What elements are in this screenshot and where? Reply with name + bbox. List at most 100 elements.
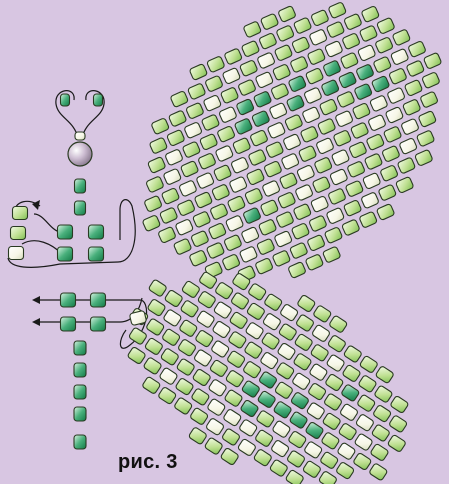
bead-dark-green [236,98,255,115]
bead-light-green [377,17,396,34]
bead-light-green [366,134,385,151]
bead-light-green [359,25,378,42]
bead-light-green [373,404,392,422]
arrow-left-icon [32,318,40,326]
bead-light-green [199,133,218,150]
bead-pale-cream [223,408,242,426]
bead-pale-cream [281,153,300,170]
bead-dark-green [74,363,86,377]
bead-pale-cream [184,122,203,139]
bead-dark-green [252,110,271,127]
bead-pale-cream [193,349,212,367]
bead-light-green [127,346,146,364]
bead-light-green [328,188,347,205]
bead-light-green [243,21,262,38]
bead-pale-cream [215,145,234,162]
bead-light-green [288,261,307,278]
bead-light-green [255,429,274,447]
bead-light-green [302,460,321,478]
bead-light-green [227,350,246,368]
bead-pale-cream [196,172,215,189]
bead-light-green [208,223,227,240]
bead-dark-green [323,60,342,77]
bead-light-green [344,13,363,30]
bead-light-green [271,83,290,100]
bead-dark-green [91,317,106,331]
bead-light-green [387,434,406,452]
bead-pale-cream [272,420,291,438]
bead-dark-green [371,75,390,92]
bead-light-green [383,126,402,143]
bead-light-green [204,437,223,455]
bead-dark-green [74,435,86,449]
bead-light-green [146,176,165,193]
bead-light-green [307,234,326,251]
bead-light-green [380,165,399,182]
bead-pale-cream [368,114,387,131]
bead-pale-cream [283,133,302,150]
bead-light-green [170,91,189,108]
bead-light-green [382,145,401,162]
bead-light-green [347,161,366,178]
bead-light-green [392,29,411,46]
bead-pale-cream [75,132,85,140]
bead-light-green [370,443,389,461]
bead-light-green [164,289,183,307]
bead-pale-cream [205,418,224,436]
bead-light-green [329,315,348,333]
bead-light-green [158,386,177,404]
bead-pale-cream [271,439,290,457]
bead-light-green [264,293,283,311]
arrow-left-icon [32,296,40,304]
bead-pale-cream [245,322,264,340]
bead-light-green [224,234,243,251]
bead-dark-green [61,293,76,307]
bead-pale-cream [297,165,316,182]
bead-light-green [342,33,361,50]
bead-pale-cream [309,29,328,46]
bead-light-green [272,250,291,267]
bead-light-green [191,388,210,406]
bead-light-green [375,37,394,54]
bead-light-green [416,130,435,147]
bead-light-green [143,357,162,375]
bead-light-green [298,145,317,162]
bead-light-green [285,114,304,131]
bead-pale-cream [213,301,232,319]
bead-light-green [159,207,178,224]
bead-light-green [259,33,278,50]
bead-light-green [142,215,161,232]
bead-light-green [307,48,326,65]
bead-light-green [206,242,225,259]
bead-light-green [352,103,371,120]
bead-light-green [195,329,214,347]
bead-pale-cream [203,95,222,112]
bead-light-green [260,199,279,216]
bead-light-green [253,449,272,467]
bead-light-green [326,21,345,38]
bead-light-green [285,469,304,484]
head-bead [68,142,92,166]
bead-light-green [290,242,309,259]
thread-paths [8,200,147,349]
bead-light-green [212,184,231,201]
bead-light-green [290,56,309,73]
bead-light-green [181,280,200,298]
bead-light-green [321,432,340,450]
bead-light-green [293,353,312,371]
bead-light-green [278,5,297,22]
bead-light-green [179,319,198,337]
upper-wing [142,2,442,283]
bead-light-green [246,168,265,185]
bead-light-green [397,157,416,174]
bead-light-green [349,141,368,158]
bead-light-green [288,430,307,448]
bead-pale-cream [311,324,330,342]
bead-light-green [395,176,414,193]
arrow-left-icon [32,200,40,210]
bead-pale-cream [225,215,244,232]
bead-light-green [423,52,442,69]
bead-light-green [173,238,192,255]
